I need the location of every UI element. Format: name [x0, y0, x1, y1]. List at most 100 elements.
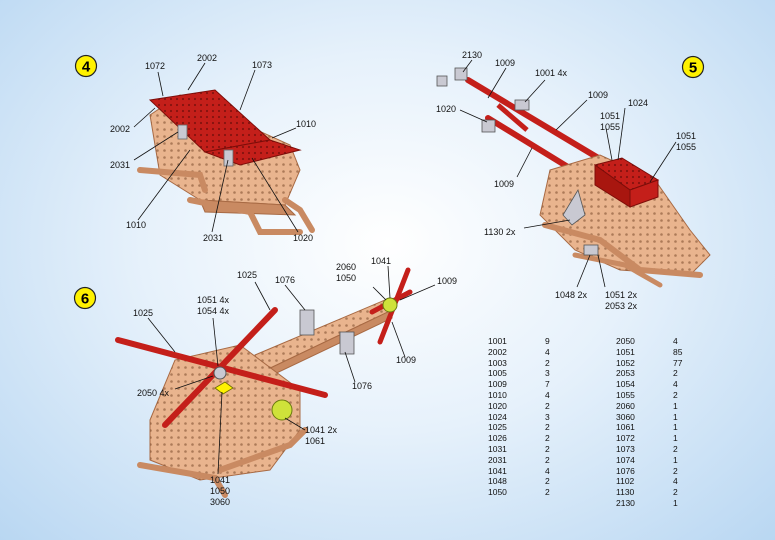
part-quantity: 1 — [673, 411, 678, 422]
part-callout-label: 1009 — [495, 58, 515, 68]
step-6-badge — [73, 286, 97, 310]
part-quantity: 2 — [545, 454, 550, 465]
part-callout-label: 1054 4x — [197, 306, 230, 316]
part-code: 1054 — [616, 379, 635, 390]
part-callout-label: 1025 — [237, 270, 257, 280]
part-quantity: 2 — [545, 443, 550, 454]
part-quantity: 1 — [673, 433, 678, 444]
part-code: 1052 — [616, 357, 635, 368]
part-code: 1072 — [616, 433, 635, 444]
part-callout-label: 1050 — [210, 486, 230, 496]
part-callout-label: 1051 — [600, 111, 620, 121]
part-callout-label: 2060 — [336, 262, 356, 272]
step-6-number: 6 — [81, 291, 89, 308]
part-callout-label: 2002 — [110, 124, 130, 134]
part-quantity: 4 — [673, 336, 678, 346]
step-4-group: 4 — [74, 53, 316, 243]
part-callout-label: 1025 — [133, 308, 153, 318]
part-callout-label: 1001 4x — [535, 68, 568, 78]
step-5-badge — [681, 55, 705, 79]
part-callout-label: 1055 — [676, 142, 696, 152]
part-callout-label: 3060 — [210, 497, 230, 507]
part-quantity: 2 — [545, 476, 550, 487]
part-callout-label: 2130 — [462, 50, 482, 60]
part-quantity: 2 — [545, 357, 550, 368]
part-quantity: 3 — [545, 411, 550, 422]
part-callout-label: 1009 — [588, 90, 608, 100]
step-5-labels: 2130 1009 1001 4x 1009 1020 1024 1051 10… — [436, 50, 696, 311]
part-callout-label: 1020 — [436, 104, 456, 114]
step-5-model — [436, 67, 711, 288]
parts-list-row: 3060 1 — [616, 412, 703, 423]
part-callout-label: 1072 — [145, 61, 165, 71]
part-quantity: 1 — [673, 422, 678, 433]
part-code: 1041 — [488, 465, 507, 476]
part-quantity: 9 — [545, 336, 550, 346]
part-quantity: 7 — [545, 379, 550, 390]
part-code: 1031 — [488, 443, 507, 454]
parts-list-row: 1024 3 — [488, 412, 575, 423]
part-quantity: 1 — [673, 497, 678, 508]
part-callout-label: 2050 4x — [137, 388, 170, 398]
part-quantity: 4 — [673, 379, 678, 390]
parts-list-row: 1020 2 — [488, 401, 575, 412]
parts-list-row: 1072 1 — [616, 433, 703, 444]
part-code: 1009 — [488, 379, 507, 390]
part-code: 2060 — [616, 400, 635, 411]
part-quantity: 77 — [673, 357, 683, 368]
part-code: 1010 — [488, 389, 507, 400]
part-quantity: 2 — [545, 400, 550, 411]
part-callout-label: 1051 4x — [197, 295, 230, 305]
part-callout-label: 1009 — [396, 355, 416, 365]
part-code: 1024 — [488, 411, 507, 422]
part-quantity: 3 — [545, 368, 550, 379]
part-code: 1025 — [488, 422, 507, 433]
part-quantity: 1 — [673, 454, 678, 465]
part-quantity: 2 — [545, 433, 550, 444]
part-code: 2002 — [488, 346, 507, 357]
step-5-leaders — [459, 59, 677, 288]
step-4-model — [137, 89, 315, 235]
part-callout-label: 1010 — [126, 220, 146, 230]
part-code: 2053 — [616, 368, 635, 379]
part-quantity: 4 — [673, 476, 678, 487]
part-quantity: 2 — [673, 487, 678, 498]
parts-list-row: 1025 2 — [488, 422, 575, 433]
part-callout-label: 1130 2x — [484, 227, 516, 237]
part-code: 3060 — [616, 411, 635, 422]
part-callout-label: 1041 — [371, 256, 391, 266]
parts-list-row: 1052 77 — [616, 358, 703, 369]
step-4-badge — [74, 54, 98, 78]
step-6-model — [115, 267, 413, 498]
part-callout-label: 1055 — [600, 122, 620, 132]
part-code: 2050 — [616, 336, 635, 346]
part-code: 1020 — [488, 400, 507, 411]
parts-list-row: 2002 4 — [488, 347, 575, 358]
part-callout-label: 2002 — [197, 53, 217, 63]
part-quantity: 4 — [545, 465, 550, 476]
part-quantity: 2 — [545, 422, 550, 433]
step-4-number: 4 — [82, 59, 91, 76]
step-6-group: 6 — [73, 256, 457, 507]
part-callout-label: 1010 — [296, 119, 316, 129]
part-code: 1001 — [488, 336, 507, 346]
part-quantity: 4 — [545, 346, 550, 357]
part-callout-label: 1073 — [252, 60, 272, 70]
part-callout-label: 2031 — [110, 160, 130, 170]
part-callout-label: 1076 — [275, 275, 295, 285]
